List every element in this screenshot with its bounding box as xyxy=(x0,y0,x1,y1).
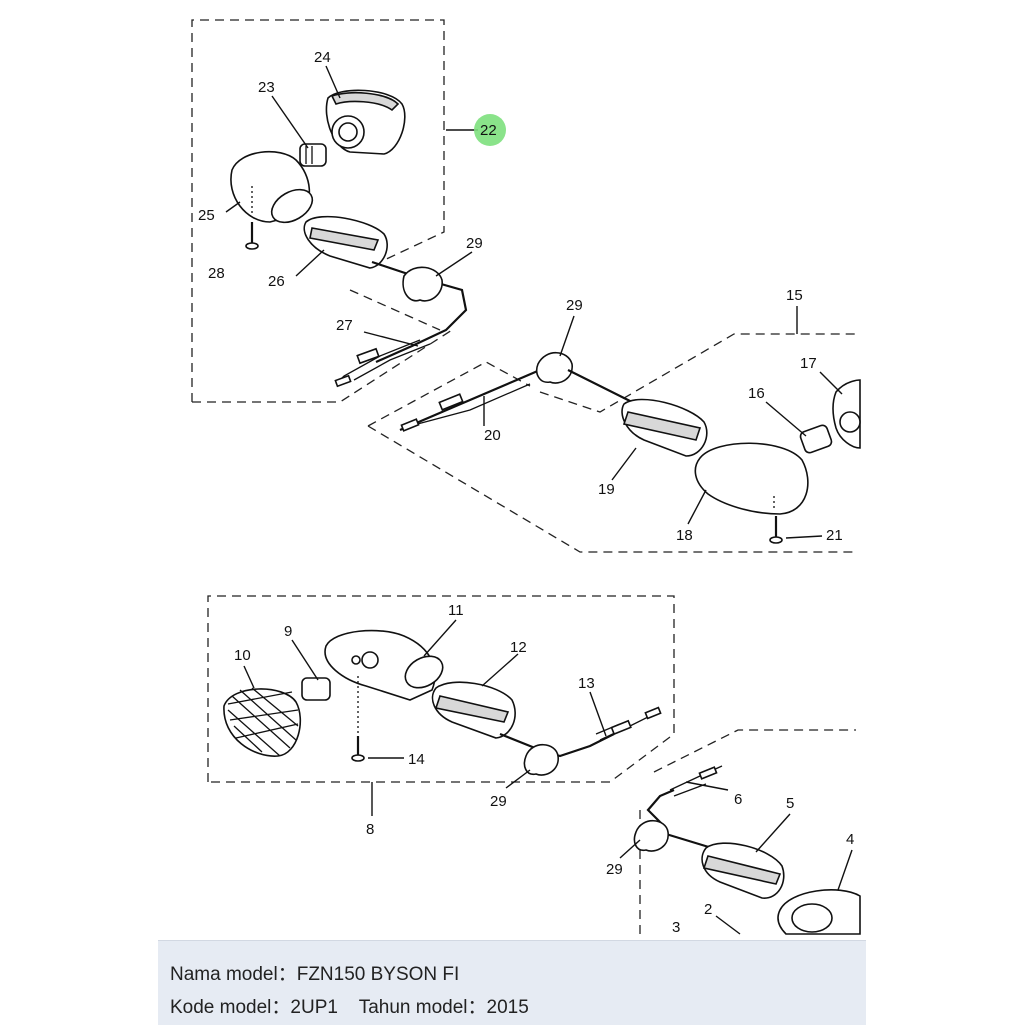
model-code-row: Kode model：2UP1 Tahun model：2015 xyxy=(170,992,529,1019)
callout-15: 15 xyxy=(786,287,803,304)
callout-29: 29 xyxy=(490,793,507,810)
callout-5: 5 xyxy=(786,795,794,812)
callout-20: 20 xyxy=(484,427,501,444)
group-bottom-right xyxy=(619,729,861,935)
model-name-value: FZN150 BYSON FI xyxy=(296,964,460,985)
callout-13: 13 xyxy=(578,675,595,692)
callout-27: 27 xyxy=(336,317,353,334)
callout-12: 12 xyxy=(510,639,527,656)
callout-22: 22 xyxy=(480,122,497,139)
model-info-panel: Nama model：FZN150 BYSON FI Kode model：2U… xyxy=(158,940,866,1025)
callout-11: 11 xyxy=(448,602,464,619)
callout-9: 9 xyxy=(284,623,292,640)
callout-8: 8 xyxy=(366,821,374,838)
callout-4: 4 xyxy=(846,831,854,848)
callout-16: 16 xyxy=(748,385,765,402)
callout-3: 3 xyxy=(672,919,680,936)
callout-29: 29 xyxy=(466,235,483,252)
callout-21: 21 xyxy=(826,527,843,544)
model-year-label: Tahun model： xyxy=(358,997,487,1018)
callout-23: 23 xyxy=(258,79,275,96)
callout-29: 29 xyxy=(566,297,583,314)
model-name-row: Nama model：FZN150 BYSON FI xyxy=(170,959,459,986)
group-22 xyxy=(191,19,506,403)
callout-26: 26 xyxy=(268,273,285,290)
callout-29: 29 xyxy=(606,861,623,878)
callout-19: 19 xyxy=(598,481,615,498)
parts-diagram: 24 23 22 25 28 26 29 27 15 17 29 16 20 1… xyxy=(191,19,861,936)
callout-28: 28 xyxy=(208,265,225,282)
group-15 xyxy=(367,306,861,553)
model-year-value: 2015 xyxy=(486,997,529,1018)
model-code-label: Kode model： xyxy=(170,997,291,1018)
callout-25: 25 xyxy=(198,207,215,224)
callout-18: 18 xyxy=(676,527,693,544)
callout-labels: 24 23 22 25 28 26 29 27 15 17 29 16 20 1… xyxy=(198,49,854,936)
callout-22-highlight xyxy=(474,114,506,146)
model-code-value: 2UP1 xyxy=(290,997,338,1018)
callout-2: 2 xyxy=(704,901,712,918)
callout-14: 14 xyxy=(408,751,425,768)
callout-6: 6 xyxy=(734,791,742,808)
callout-10: 10 xyxy=(234,647,251,664)
callout-17: 17 xyxy=(800,355,817,372)
group-8 xyxy=(207,595,675,816)
callout-24: 24 xyxy=(314,49,331,66)
model-name-label: Nama model： xyxy=(170,964,297,985)
